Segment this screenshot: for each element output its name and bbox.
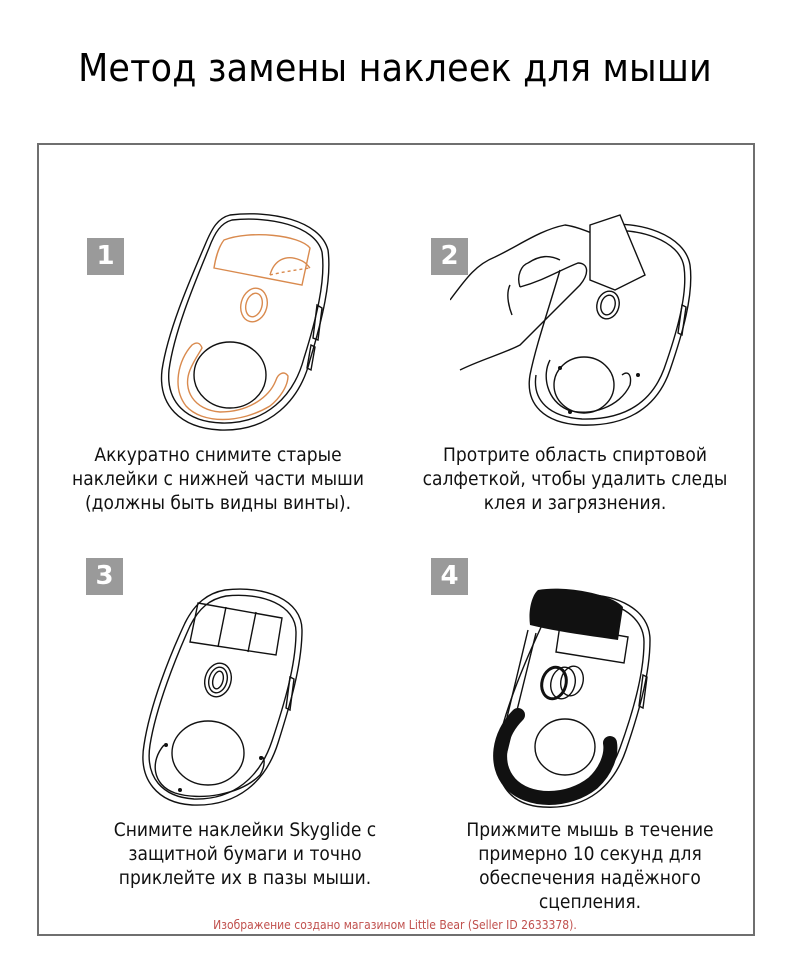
step-4-badge: 4 (431, 558, 468, 595)
caption-line: клея и загрязнения. (483, 492, 667, 514)
caption-line: наклейки с нижней части мыши (72, 468, 364, 490)
caption-line: Аккуратно снимите старые (94, 444, 342, 466)
step-4-caption: Прижмите мышь в течение примерно 10 секу… (437, 818, 743, 914)
caption-line: сцепления. (538, 891, 642, 913)
mouse-bottom-new-skates-illustration (493, 588, 651, 808)
caption-line: примерно 10 секунд для (478, 843, 702, 865)
step-2-caption: Протрите область спиртовой салфеткой, чт… (422, 443, 728, 515)
step-2-badge: 2 (431, 238, 468, 275)
caption-line: салфеткой, чтобы удалить следы (422, 468, 728, 490)
seller-credit: Изображение создано магазином Little Bea… (213, 918, 577, 932)
page-title: Метод замены наклеек для мыши (78, 46, 712, 90)
caption-line: защитной бумаги и точно (128, 843, 362, 865)
step-1-caption: Аккуратно снимите старые наклейки с нижн… (65, 443, 371, 515)
step-1-badge: 1 (87, 238, 124, 275)
caption-line: Снимите наклейки Skyglide с (113, 819, 377, 841)
caption-line: обеспечения надёжного (479, 867, 701, 889)
hand-wiping-mouse-illustration (450, 214, 692, 426)
step-3-caption: Снимите наклейки Skyglide с защитной бум… (88, 818, 403, 890)
caption-line: Протрите область спиртовой (443, 444, 707, 466)
step-3-badge: 3 (86, 558, 123, 595)
caption-line: (должны быть видны винты). (84, 492, 352, 514)
caption-line: Прижмите мышь в течение (466, 819, 714, 841)
caption-line: приклейте их в пазы мыши. (118, 867, 372, 889)
mouse-bottom-clean-slots-illustration (142, 588, 303, 806)
mouse-bottom-old-skates-illustration (160, 213, 330, 431)
